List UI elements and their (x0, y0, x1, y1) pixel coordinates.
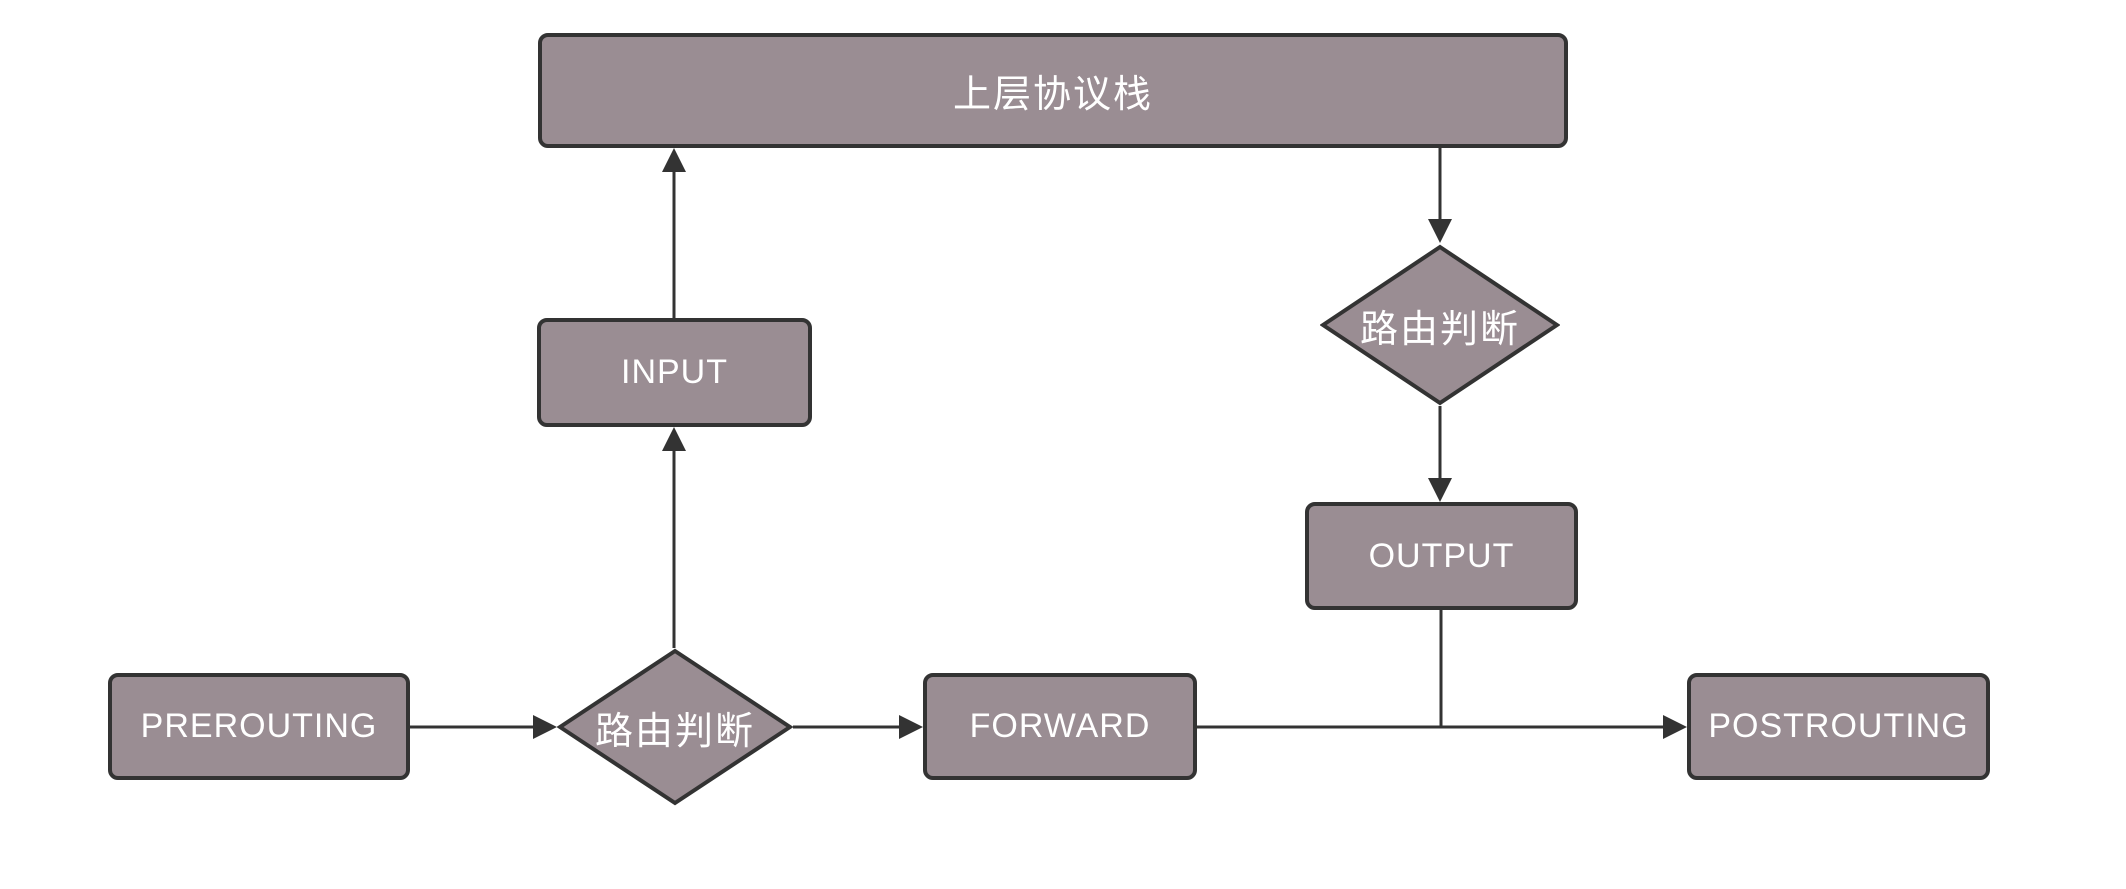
diamond-shape (1320, 244, 1560, 406)
node-output: OUTPUT (1305, 502, 1578, 610)
node-routing-decision-right-label: 路由判断 (1359, 308, 1520, 351)
node-input-label: INPUT (621, 353, 728, 391)
node-postrouting-label: POSTROUTING (1708, 707, 1969, 745)
diamond-shape (557, 648, 793, 806)
node-upper-protocol-stack: 上层协议栈 (538, 33, 1568, 148)
node-routing-decision-left-label: 路由判断 (594, 710, 755, 753)
node-prerouting-label: PREROUTING (140, 707, 378, 745)
node-prerouting: PREROUTING (108, 673, 410, 780)
node-routing-decision-left: 路由判断 (557, 648, 793, 806)
node-postrouting: POSTROUTING (1687, 673, 1990, 780)
node-upper-protocol-stack-label: 上层协议栈 (952, 74, 1153, 116)
node-output-label: OUTPUT (1368, 536, 1515, 575)
node-forward-label: FORWARD (969, 707, 1151, 745)
node-routing-decision-right: 路由判断 (1320, 244, 1560, 406)
node-forward: FORWARD (923, 673, 1197, 780)
node-input: INPUT (537, 318, 812, 427)
